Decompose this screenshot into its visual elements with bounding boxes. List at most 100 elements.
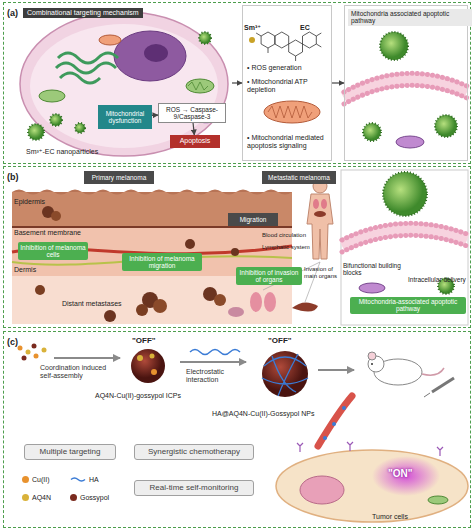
building-blocks	[34, 354, 39, 359]
membrane-panel	[342, 235, 467, 252]
cell-membrane	[380, 32, 408, 60]
node-text: Combinational targeting mechanism	[23, 8, 143, 18]
skin-illustration	[185, 239, 195, 249]
chemical-structure	[261, 32, 275, 48]
figure-label: Electrostatic interaction	[186, 368, 250, 384]
figure-label: Epidermis	[14, 198, 74, 206]
cell-illustration	[144, 44, 168, 62]
blood-vessel	[318, 396, 352, 446]
cell-illustration	[199, 32, 211, 44]
icp-particle	[131, 349, 165, 383]
figure-label: EC	[300, 24, 320, 32]
figure-label: Sm³⁺-EC nanoparticles	[26, 148, 126, 156]
node-text: Multiple targeting	[40, 447, 101, 456]
figure-label: AQ4N-Cu(II)-gossypol ICPs	[95, 392, 220, 400]
figure-label: Basement membrane	[14, 229, 94, 237]
panel-letter: (c)	[7, 337, 18, 347]
connector-arrow	[232, 82, 242, 83]
figure-label: Blood circulation	[262, 232, 322, 239]
figure-label: HA@AQ4N-Cu(II)-Gossypol NPs	[212, 410, 352, 418]
figure-label: Dermis	[14, 266, 54, 274]
metal-ion	[249, 37, 255, 43]
human-figure	[314, 211, 326, 217]
figure-label: Bifunctional building blocks	[343, 262, 413, 277]
skin-illustration	[35, 285, 45, 295]
chemical-structure	[256, 33, 321, 61]
mouse-illustration	[368, 352, 454, 397]
blood-vessel	[323, 436, 327, 440]
tumor-cell	[276, 442, 468, 522]
legend-line-sample	[71, 478, 85, 481]
organ-icons	[250, 292, 262, 312]
legend-swatch	[70, 494, 77, 501]
chemical-structure	[275, 32, 289, 48]
building-blocks	[18, 344, 47, 361]
ha-nanoparticle	[262, 351, 308, 397]
tumor-cell	[300, 476, 344, 504]
ha-chain	[190, 350, 240, 355]
cell-illustration	[28, 124, 44, 140]
skin-illustration	[12, 226, 292, 228]
ha-nanoparticle	[262, 354, 308, 396]
chemical-structure	[303, 32, 317, 48]
tumor-cell	[276, 450, 468, 522]
metal-ion	[249, 37, 255, 43]
figure-label: Coordination induced self-assembly	[40, 364, 120, 380]
feature-box: Synergistic chemotherapy	[134, 444, 254, 460]
mouse-illustration	[371, 363, 373, 365]
connector-arrow	[193, 123, 194, 135]
cell-membrane	[344, 85, 467, 104]
skin-illustration	[51, 211, 61, 221]
cell-illustration	[60, 73, 100, 83]
cell-membrane	[435, 115, 457, 137]
blood-vessel	[342, 406, 346, 410]
mouse-illustration	[422, 368, 444, 375]
legend-item: AQ4N	[22, 494, 51, 501]
node-text: Real-time self-monitoring	[150, 483, 239, 492]
skin-illustration	[104, 310, 116, 322]
mitochondrion	[264, 101, 320, 123]
building-blocks	[18, 346, 23, 351]
process-arrows	[318, 369, 354, 371]
figure-label: Tumor cells	[372, 513, 432, 521]
building-blocks	[26, 350, 31, 355]
figure-label: Intracellular delivery	[408, 276, 466, 283]
node-text: • ROS generation	[247, 64, 331, 72]
legend-item: Gossypol	[70, 494, 109, 501]
legend-swatch	[22, 476, 29, 483]
process-box: Mitochondrial dysfunction	[98, 105, 152, 129]
cell-illustration	[20, 12, 228, 156]
panel-letter: (b)	[7, 172, 19, 182]
connector-arrow	[152, 114, 158, 116]
illustration-panel: Combinational targeting mechanismMitocho…	[20, 5, 232, 161]
membrane-panel	[341, 170, 468, 325]
building-blocks	[22, 356, 27, 361]
effect-label: Inhibition of melanoma cells	[18, 242, 88, 260]
cell-illustration	[39, 90, 65, 102]
tumor-cell	[297, 442, 443, 456]
node-text: Mitochondrial dysfunction	[100, 110, 150, 125]
node-text: Mitochondria-associated apoptotic pathwa…	[352, 298, 464, 313]
node-text: Inhibition of invasion of organs	[238, 269, 300, 284]
chemical-structure	[256, 32, 321, 61]
illustration-panel: Mitochondria associated apoptotic pathwa…	[344, 5, 468, 161]
skin-illustration	[231, 248, 239, 256]
blood-vessel	[332, 422, 336, 426]
cell-membrane	[396, 136, 424, 148]
icp-particle	[137, 355, 143, 361]
tumor-cell	[372, 456, 440, 496]
figure-label: Lymphatic system	[262, 244, 322, 251]
effect-label: Inhibition of invasion of organs	[236, 267, 302, 285]
icp-particle	[131, 349, 165, 383]
skin-illustration	[12, 190, 292, 195]
cell-membrane	[363, 123, 381, 141]
icp-particle	[150, 354, 155, 359]
legend-swatch	[22, 494, 29, 501]
cell-illustration	[99, 35, 121, 45]
process-arrows	[54, 357, 120, 359]
ha-nanoparticle	[262, 351, 308, 397]
cell-membrane	[344, 32, 467, 148]
mitochondrion	[264, 101, 320, 123]
mouse-illustration	[424, 393, 430, 397]
